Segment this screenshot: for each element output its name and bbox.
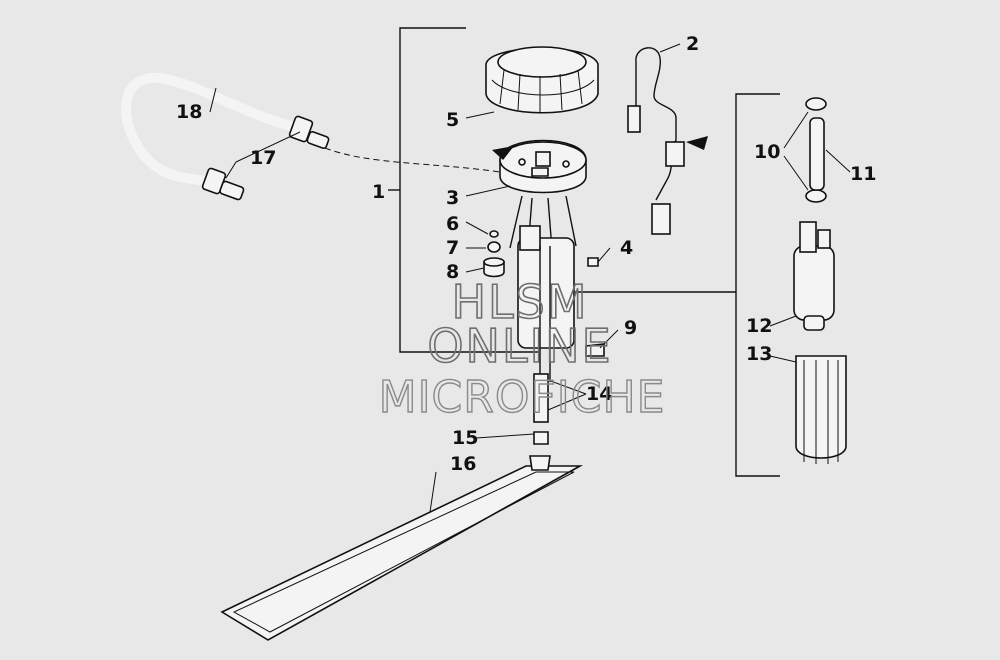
callout-1: 1 — [372, 181, 385, 203]
rod-14 — [533, 373, 549, 423]
callout-3: 3 — [446, 187, 459, 209]
grommet-6 — [489, 230, 499, 238]
callout-6: 6 — [446, 213, 459, 235]
pump-flange-3 — [499, 139, 587, 194]
callout-8: 8 — [446, 261, 459, 283]
callout-9: 9 — [624, 317, 637, 339]
callout-labels: 1 2 3 4 5 6 7 8 9 10 11 12 13 14 15 16 1… — [176, 33, 876, 475]
leader-lines — [209, 43, 851, 513]
hose-fitting-17 — [201, 115, 330, 201]
watermark: HLSM ONLINE MICROFICHE — [378, 274, 666, 424]
callout-16: 16 — [450, 453, 476, 475]
callout-17: 17 — [250, 147, 276, 169]
clip-9 — [585, 343, 605, 357]
watermark-line-3: MICROFICHE — [379, 372, 666, 423]
watermark-line-2: ONLINE — [427, 319, 612, 373]
callout-15: 15 — [452, 427, 478, 449]
watermark-line-1: HLSM — [451, 275, 588, 329]
hose-11 — [809, 117, 825, 191]
clamp-10 — [805, 97, 827, 203]
arrow-marker-left — [492, 146, 514, 160]
nut-15 — [533, 431, 549, 445]
callout-10: 10 — [754, 141, 780, 163]
callout-11: 11 — [850, 163, 876, 185]
callout-7: 7 — [446, 237, 459, 259]
callout-13: 13 — [746, 343, 772, 365]
fuel-pump-12 — [793, 221, 835, 331]
callout-2: 2 — [686, 33, 699, 55]
fuel-hose-18 — [121, 72, 501, 187]
nut-4 — [587, 257, 599, 267]
arrow-marker-right — [686, 136, 708, 150]
o-ring-7 — [487, 241, 501, 253]
callout-4: 4 — [620, 237, 633, 259]
callout-12: 12 — [746, 315, 772, 337]
lock-ring-5 — [485, 46, 599, 114]
pump-group-bracket — [735, 93, 780, 477]
wiring-harness-2 — [627, 47, 685, 235]
valve-8 — [483, 257, 505, 278]
callout-14: 14 — [586, 383, 612, 405]
pump-assembly-tubes — [509, 195, 577, 382]
callout-18: 18 — [176, 101, 202, 123]
filter-16 — [220, 455, 584, 641]
callout-5: 5 — [446, 109, 459, 131]
pump-sleeve-13 — [795, 355, 847, 464]
